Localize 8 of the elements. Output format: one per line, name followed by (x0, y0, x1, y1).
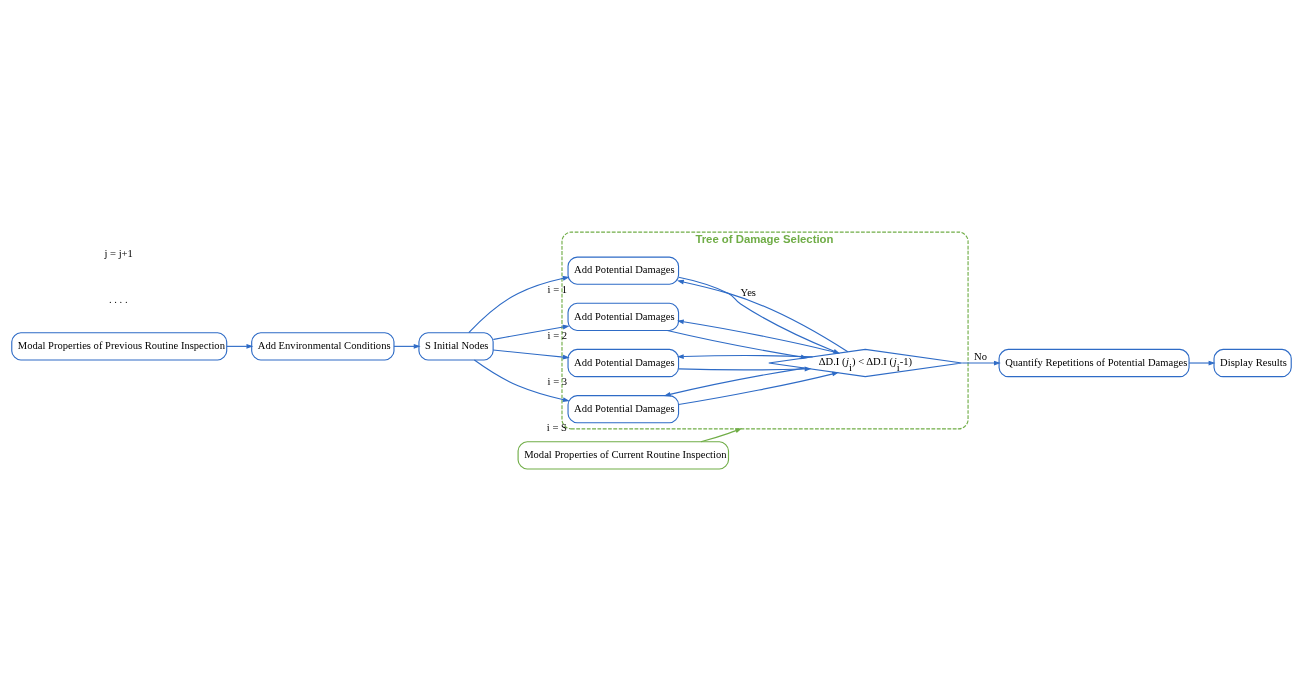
node-label: i = 2 (547, 329, 568, 341)
node-label: i = 3 (547, 376, 568, 388)
edge-label: No (974, 351, 988, 363)
label: . . . . (109, 294, 128, 305)
node-label: i = S (546, 422, 567, 434)
node-label: i = 1 (547, 283, 568, 295)
label: j = j+1 (104, 247, 133, 259)
edge-label: Yes (740, 286, 757, 298)
